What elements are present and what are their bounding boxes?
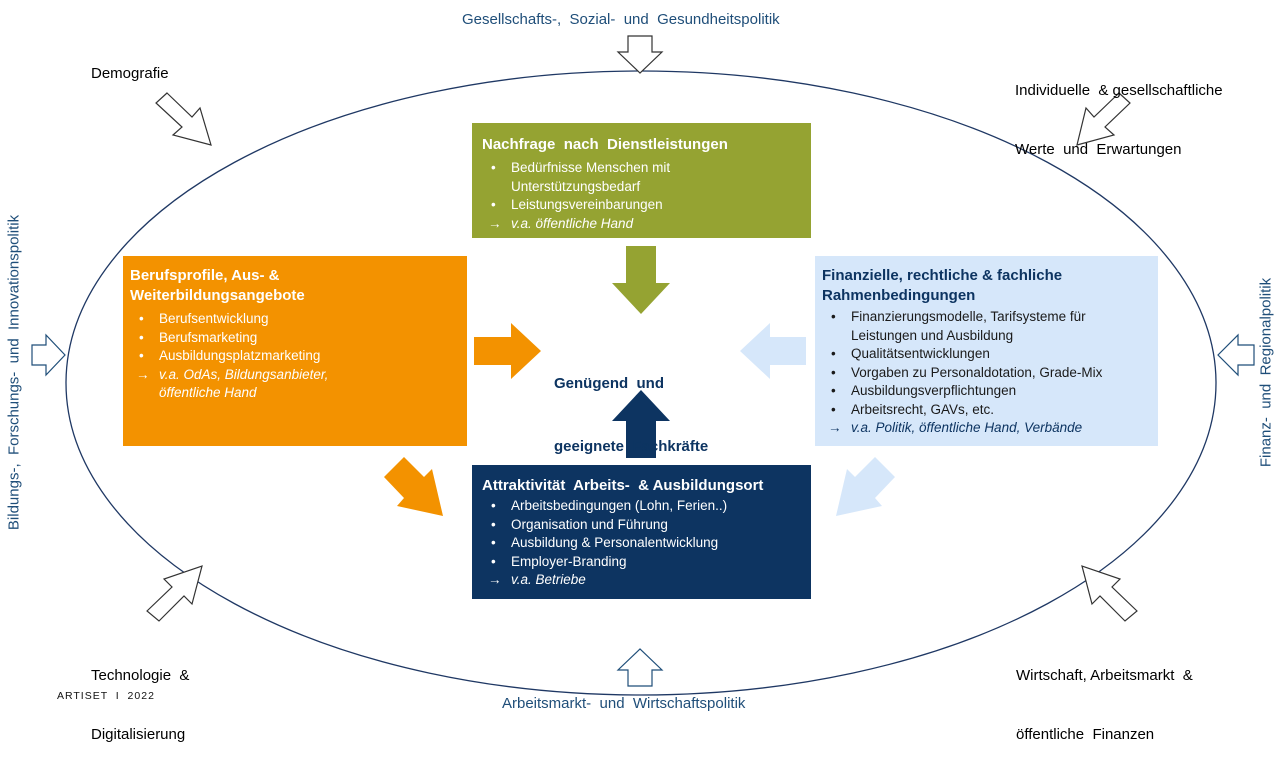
arrow-bottom-external <box>616 648 664 687</box>
arrow-topright-external <box>1076 92 1131 146</box>
list-item: Arbeitsrecht, GAVs, etc. <box>822 401 1148 420</box>
box-finanzielle-note: v.a. Politik, öffentliche Hand, Verbände <box>822 419 1148 438</box>
arrow-topleft-external <box>155 92 212 146</box>
box-berufsprofile: Berufsprofile, Aus- & Weiterbildungsange… <box>123 256 467 446</box>
list-item: Finanzierungsmodelle, Tarifsysteme für L… <box>822 308 1091 345</box>
list-item: Berufsentwicklung <box>130 310 457 329</box>
label-wirtschaft-line2: öffentliche Finanzen <box>1016 726 1155 743</box>
list-item: Arbeitsbedingungen (Lohn, Ferien..) <box>482 497 801 516</box>
arrow-left-external <box>31 333 66 377</box>
list-item: Qualitätsentwicklungen <box>822 345 1148 364</box>
label-technologie-line1: Technologie & <box>91 667 190 684</box>
box-attraktivitaet-note: v.a. Betriebe <box>482 571 801 590</box>
arrow-orange-diagonal <box>384 457 443 516</box>
list-item: Berufsmarketing <box>130 329 457 348</box>
arrow-bottomright-external <box>1081 565 1138 622</box>
box-finanzielle-list: Finanzierungsmodelle, Tarifsysteme für L… <box>822 308 1148 419</box>
list-item: Employer-Branding <box>482 553 801 572</box>
arrow-lightblue-left <box>740 323 806 379</box>
box-finanzielle: Finanzielle, rechtliche & fachliche Rahm… <box>815 256 1158 446</box>
list-item: Ausbildungsplatzmarketing <box>130 347 457 366</box>
label-wirtschaft-line1: Wirtschaft, Arbeitsmarkt & <box>1016 667 1193 684</box>
box-attraktivitaet-list: Arbeitsbedingungen (Lohn, Ferien..) Orga… <box>482 497 801 571</box>
box-finanzielle-title: Finanzielle, rechtliche & fachliche Rahm… <box>822 267 1063 304</box>
arrow-top-external <box>616 35 664 74</box>
box-nachfrage-note: v.a. öffentliche Hand <box>482 215 801 234</box>
list-item: Ausbildung & Personalentwicklung <box>482 534 801 553</box>
box-berufsprofile-title: Berufsprofile, Aus- & Weiterbildungsange… <box>130 267 305 304</box>
label-werte: Individuelle & gesellschaftliche Werte u… <box>1015 43 1223 178</box>
box-nachfrage-list: Bedürfnisse Menschen mit Unterstützungsb… <box>482 159 801 215</box>
label-wirtschaft: Wirtschaft, Arbeitsmarkt & öffentliche F… <box>1016 628 1193 763</box>
label-right-policy: Finanz- und Regionalpolitik <box>1257 277 1275 468</box>
box-nachfrage-title: Nachfrage nach Dienstleistungen <box>482 136 728 153</box>
label-technologie-line2: Digitalisierung <box>91 726 186 743</box>
label-bottom-policy: Arbeitsmarkt- und Wirtschaftspolitik <box>502 695 746 712</box>
label-werte-line2: Werte und Erwartungen <box>1015 141 1182 158</box>
arrow-navy-up <box>612 390 670 458</box>
box-nachfrage: Nachfrage nach Dienstleistungen Bedürfni… <box>472 123 811 238</box>
center-label-line2: geeignete Fachkräfte <box>554 438 709 455</box>
label-left-policy: Bildungs-, Forschungs- und Innovationspo… <box>5 214 23 531</box>
box-attraktivitaet-title: Attraktivität Arbeits- & Ausbildungsort <box>482 477 764 494</box>
list-item: Vorgaben zu Personaldotation, Grade-Mix <box>822 364 1148 383</box>
diagram-graphics <box>31 35 1255 696</box>
box-attraktivitaet: Attraktivität Arbeits- & Ausbildungsort … <box>472 465 811 599</box>
arrow-orange-right <box>474 323 541 379</box>
arrow-bottomleft-external <box>146 565 203 622</box>
list-item: Ausbildungsverpflichtungen <box>822 382 1148 401</box>
label-werte-line1: Individuelle & gesellschaftliche <box>1015 82 1223 99</box>
center-label: Genügend und geeignete Fachkräfte <box>554 331 708 478</box>
center-label-line1: Genügend und <box>554 375 664 392</box>
label-top-policy: Gesellschafts-, Sozial- und Gesundheitsp… <box>462 11 780 28</box>
list-item: Leistungsvereinbarungen <box>482 196 801 215</box>
label-demografie: Demografie <box>91 65 169 82</box>
arrow-lightblue-diagonal <box>836 457 895 516</box>
box-berufsprofile-note: v.a. OdAs, Bildungsanbieter, öffentliche… <box>130 366 359 403</box>
footer-credit: ARTISET I 2022 <box>57 690 155 702</box>
list-item: Organisation und Führung <box>482 516 801 535</box>
arrow-green-down <box>612 246 670 314</box>
box-berufsprofile-list: Berufsentwicklung Berufsmarketing Ausbil… <box>130 310 457 366</box>
arrow-right-external <box>1217 333 1255 377</box>
list-item: Bedürfnisse Menschen mit Unterstützungsb… <box>482 159 711 196</box>
